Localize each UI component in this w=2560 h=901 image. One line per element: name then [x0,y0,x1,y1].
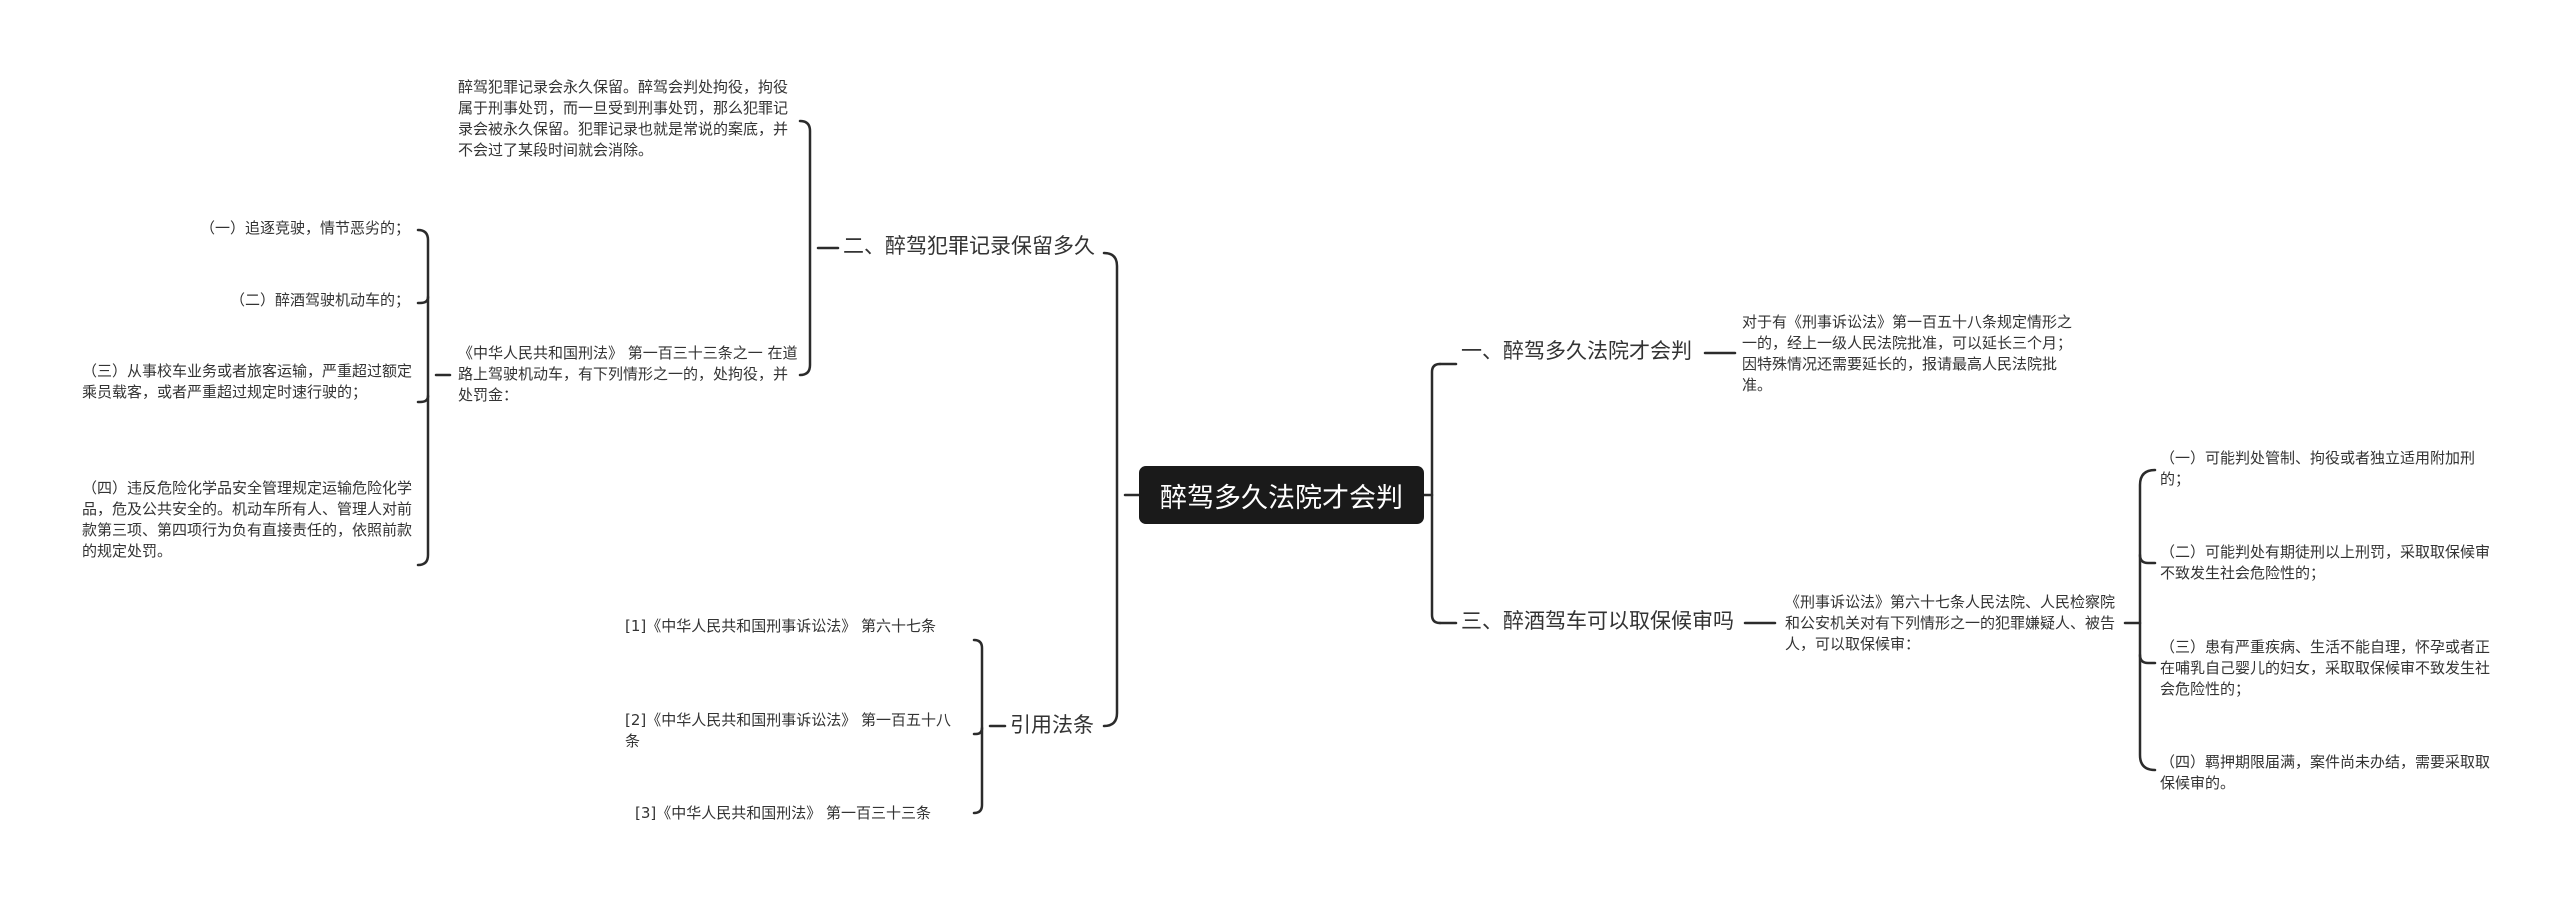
citation-3[interactable]: [3]《中华人民共和国刑法》 第一百三十三条 [635,804,932,822]
connector-citations-spine [972,638,984,815]
bail-item-1: （一）可能判处管制、拘役或者独立适用附加刑的； [2160,449,2476,488]
citation-1[interactable]: [1]《中华人民共和国刑事诉讼法》 第六十七条 [625,617,937,635]
branch1-detail-text: 对于有《刑事诉讼法》第一百五十八条规定情形之一的，经上一级人民法院批准，可以延长… [1742,313,2073,394]
bail-item-4: （四）羁押期限届满，案件尚未办结，需要采取取保候审的。 [2160,753,2491,792]
offense-item-1: （一）追逐竞驶，情节恶劣的； [199,219,410,237]
connector-branch2-spine [798,119,812,377]
branch-how-long-court-judges[interactable]: 一、醉驾多久法院才会判 [1461,339,1692,363]
branch-cited-articles[interactable]: 引用法条 [1010,713,1094,737]
connector-right-spine [1430,362,1442,625]
branch-bail-pending-trial[interactable]: 三、醉酒驾车可以取保候审吗 [1461,609,1734,633]
connector-left-spine [1102,251,1119,728]
branch3-detail-text: 《刑事诉讼法》第六十七条人民法院、人民检察院和公安机关对有下列情形之一的犯罪嫌疑… [1785,593,2116,653]
offense-item-3: （三）从事校车业务或者旅客运输，严重超过额定乘员载客，或者严重超过规定时速行驶的… [82,362,413,401]
connector-item-l2 [416,295,430,305]
connector-items-spine [2138,468,2157,772]
bail-item-2: （二）可能判处有期徒刑以上刑罚，采取取保候审不致发生社会危险性的； [2160,543,2491,582]
offense-item-4: （四）违反危险化学品安全管理规定运输危险化学品，危及公共安全的。机动车所有人、管… [82,479,413,560]
criminal-law-133-detail: 《中华人民共和国刑法》 第一百三十三条之一 在道路上驾驶机动车，有下列情形之一的… [458,344,798,404]
branch-record-retention[interactable]: 二、醉驾犯罪记录保留多久 [843,234,1095,258]
root-node[interactable]: 醉驾多久法院才会判 [1139,466,1424,524]
connector-item-3 [2138,653,2157,665]
connector-citation-2 [972,726,984,736]
connector-item-2 [2138,553,2157,565]
offense-item-2: （二）醉酒驾驶机动车的； [229,291,410,309]
connector-item-l3 [416,394,430,404]
connector-items-left-spine [416,228,430,567]
bail-item-3: （三）患有严重疾病、生活不能自理，怀孕或者正在哺乳自己婴儿的妇女，采取取保候审不… [2160,638,2491,698]
record-retention-detail: 醉驾犯罪记录会永久保留。醉驾会判处拘役，拘役属于刑事处罚，而一旦受到刑事处罚，那… [458,78,789,159]
citation-2[interactable]: [2]《中华人民共和国刑事诉讼法》 第一百五十八条 [625,711,952,750]
